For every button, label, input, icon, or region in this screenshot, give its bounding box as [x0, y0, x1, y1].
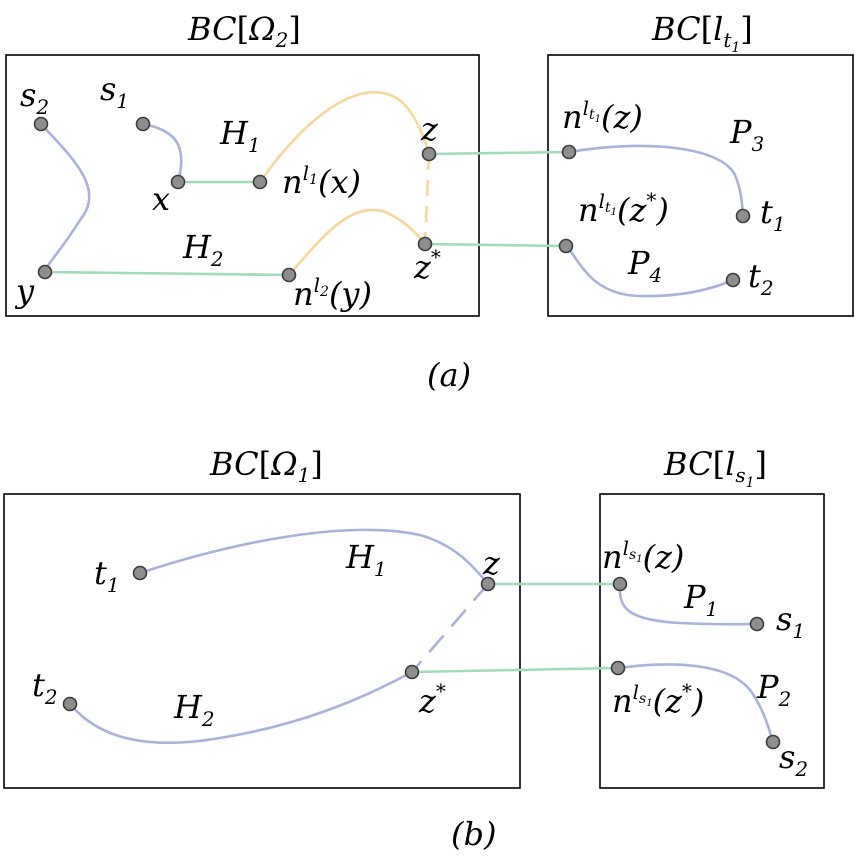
panel-b-right-title: BC[ls1]: [663, 445, 767, 491]
label-s2-b: s2: [779, 738, 808, 781]
label-nl2y: nl2(y): [293, 273, 372, 313]
edge-z-bridge: [427, 150, 571, 156]
node-s1: [135, 116, 151, 132]
label-P1: P1: [683, 578, 718, 621]
edge-H2: [68, 670, 414, 745]
node-nls1z: [612, 576, 628, 592]
node-t1: [735, 208, 751, 224]
node-s2-b: [765, 734, 781, 750]
edge-P4: [564, 244, 735, 298]
edge-H1: [138, 528, 490, 586]
label-z-b: z: [482, 544, 501, 582]
node-nlt1zstar: [558, 238, 574, 254]
panel-a-caption: (a): [427, 356, 471, 394]
label-P2: P2: [756, 668, 791, 711]
label-nls1zstar: nls1(z*): [612, 679, 704, 720]
label-zstar-b: z*: [418, 679, 446, 720]
label-s1: s1: [100, 70, 129, 113]
node-y: [37, 264, 53, 280]
node-nls1zstar: [610, 660, 626, 676]
label-t2: t2: [748, 257, 774, 300]
label-P4: P4: [627, 244, 662, 287]
label-x: x: [152, 180, 170, 218]
label-zstar: z*: [413, 245, 441, 286]
panel-a-right-title: BC[lt1]: [651, 10, 753, 56]
label-P3: P3: [729, 113, 764, 156]
label-H2-b: H2: [173, 688, 215, 731]
edge-y-nl2y: [43, 270, 291, 277]
node-z: [421, 146, 437, 162]
edge-P1: [618, 582, 759, 626]
panel-b: BC[Ω1] BC[ls1] t1 t2 H1 H2 z z* nls1(z) …: [3, 445, 825, 853]
edge-s2-y: [39, 122, 91, 272]
panel-a-left-title: BC[Ω2]: [187, 10, 301, 52]
panel-a-right-box: [547, 54, 854, 317]
node-s2: [33, 116, 49, 132]
label-t1: t1: [760, 193, 786, 236]
node-zstar: [417, 236, 433, 252]
node-nlt1z: [561, 144, 577, 160]
label-nls1z: nls1(z): [602, 536, 684, 576]
node-t2: [725, 272, 741, 288]
label-nlt1zstar: nlt1(z*): [578, 188, 669, 229]
node-z-b: [480, 576, 496, 592]
node-zstar-b: [404, 664, 420, 680]
node-x: [170, 174, 186, 190]
label-H1: H1: [219, 114, 261, 157]
label-nlt1z: nlt1(z): [562, 96, 643, 136]
edge-zstar-bridge-b: [410, 666, 620, 674]
edge-s1-x: [141, 122, 183, 184]
node-t1-b: [132, 565, 148, 581]
label-H2: H2: [182, 228, 224, 271]
panel-b-left-box: [3, 493, 521, 789]
panel-b-right-box: [599, 493, 825, 789]
edge-zstar-bridge: [423, 242, 568, 248]
panel-b-left-title: BC[Ω1]: [209, 445, 323, 487]
node-s1-b: [749, 616, 765, 632]
label-t2-b: t2: [32, 666, 58, 709]
edge-nl2y-zstar: [287, 208, 427, 277]
edge-P2: [616, 663, 775, 744]
node-nl2y: [281, 267, 297, 283]
panel-a-left-box: [5, 54, 480, 317]
edge-z-zstar-dashed-b: [411, 583, 489, 673]
edge-nl1x-z: [258, 90, 431, 184]
label-z: z: [420, 110, 439, 148]
edge-P3: [567, 144, 745, 218]
node-nl1x: [252, 174, 268, 190]
panel-a: BC[Ω2] BC[lt1] s2 s1 x y H1 H2 nl1(: [5, 10, 854, 394]
label-t1-b: t1: [94, 554, 120, 597]
panel-b-caption: (b): [451, 815, 496, 853]
edge-z-zstar-dashed: [423, 153, 431, 245]
label-y: y: [14, 272, 35, 310]
node-t2-b: [62, 696, 78, 712]
label-nl1x: nl1(x): [282, 161, 361, 201]
label-H1-b: H1: [345, 538, 387, 581]
label-s1-b: s1: [776, 600, 805, 643]
label-s2: s2: [20, 76, 49, 119]
